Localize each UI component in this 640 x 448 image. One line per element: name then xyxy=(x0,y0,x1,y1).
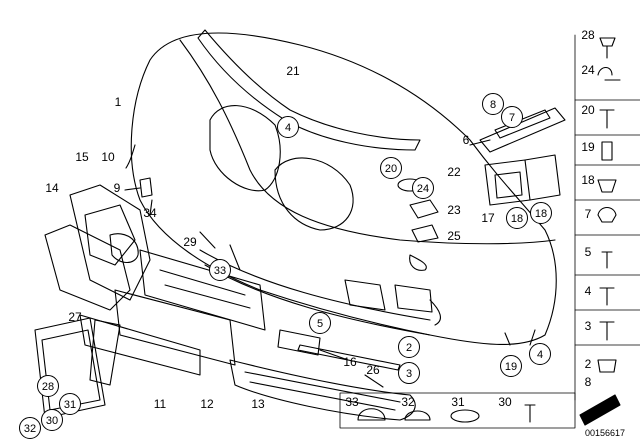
callout-32: 32 xyxy=(19,417,41,439)
side-bracket xyxy=(479,107,566,153)
side-panel-label-5: 5 xyxy=(584,245,592,259)
bumper-cover xyxy=(130,32,557,346)
callout-29: 29 xyxy=(183,235,197,249)
side-panel-label-4: 4 xyxy=(584,284,592,298)
callout-25: 25 xyxy=(447,229,461,243)
air-duct xyxy=(484,159,531,206)
callout-17: 17 xyxy=(481,211,495,225)
callout-19: 19 xyxy=(500,355,522,377)
reinforcement-bar xyxy=(197,29,421,151)
callout-9: 9 xyxy=(113,181,121,195)
callout-22: 22 xyxy=(447,165,461,179)
side-panel-label-20: 20 xyxy=(581,103,595,117)
callout-18: 18 xyxy=(506,207,528,229)
callout-4: 4 xyxy=(529,343,551,365)
kidney-grille-right xyxy=(274,157,354,231)
callout-16: 16 xyxy=(343,355,357,369)
callout-23: 23 xyxy=(447,203,461,217)
side-panel-label-7: 7 xyxy=(584,207,592,221)
bottom-panel-label-33: 33 xyxy=(345,395,359,409)
callout-13: 13 xyxy=(251,397,265,411)
callout-7: 7 xyxy=(501,106,523,128)
kidney-grille-left xyxy=(209,105,281,192)
drawing-id: 00156617 xyxy=(585,428,626,438)
callout-18: 18 xyxy=(530,202,552,224)
callout-11: 11 xyxy=(153,397,167,411)
callout-26: 26 xyxy=(366,363,380,377)
bottom-panel-label-30: 30 xyxy=(498,395,512,409)
callout-27: 27 xyxy=(68,310,82,324)
callout-30: 30 xyxy=(41,409,63,431)
callout-2: 2 xyxy=(398,336,420,358)
callout-12: 12 xyxy=(200,397,214,411)
bottom-panel-label-32: 32 xyxy=(401,395,415,409)
side-panel-label-28: 28 xyxy=(581,28,595,42)
callout-8: 8 xyxy=(482,93,504,115)
side-panel-label-19: 19 xyxy=(581,140,595,154)
side-panel-label-8: 8 xyxy=(584,375,592,389)
callout-33: 33 xyxy=(209,259,231,281)
callout-28: 28 xyxy=(37,375,59,397)
lower-grille xyxy=(114,289,236,366)
callout-20: 20 xyxy=(380,157,402,179)
lower-air-grille xyxy=(229,359,416,421)
callout-10: 10 xyxy=(101,150,115,164)
bottom-panel-label-31: 31 xyxy=(451,395,465,409)
callout-14: 14 xyxy=(45,181,59,195)
callout-3: 3 xyxy=(398,362,420,384)
callout-34: 34 xyxy=(143,206,157,220)
bracket-left xyxy=(69,184,151,301)
callout-1: 1 xyxy=(114,95,122,109)
side-panel-label-2: 2 xyxy=(584,357,592,371)
side-panel-label-3: 3 xyxy=(584,319,592,333)
side-panel-label-24: 24 xyxy=(581,63,595,77)
callout-5: 5 xyxy=(309,312,331,334)
callout-31: 31 xyxy=(59,393,81,415)
callout-21: 21 xyxy=(286,64,300,78)
callout-15: 15 xyxy=(75,150,89,164)
callout-24: 24 xyxy=(412,177,434,199)
callout-4: 4 xyxy=(277,116,299,138)
side-panel-label-18: 18 xyxy=(581,173,595,187)
callout-6: 6 xyxy=(462,133,470,147)
